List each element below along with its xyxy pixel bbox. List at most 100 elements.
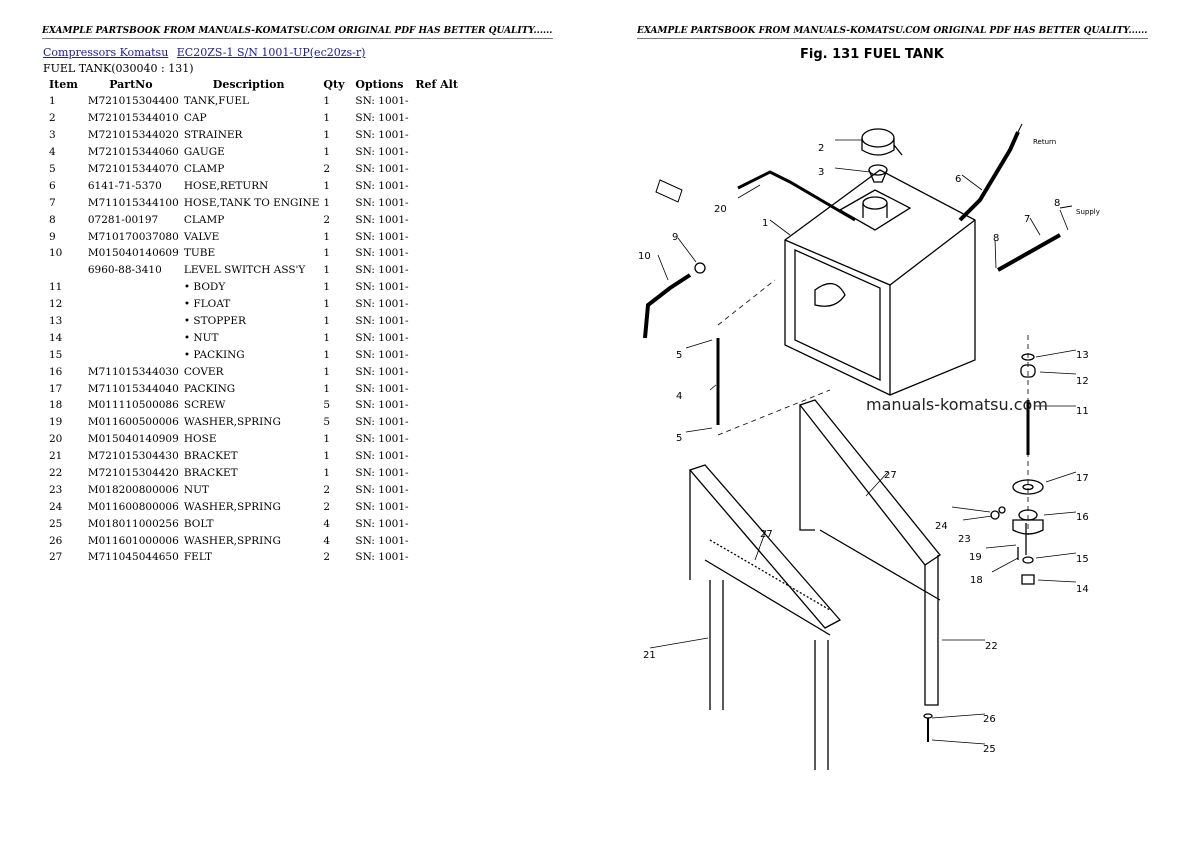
cell-options: SN: 1001- — [355, 112, 409, 125]
cell-qty: 1 — [323, 264, 331, 277]
cell-description: HOSE,RETURN — [183, 179, 269, 192]
breadcrumb-link-model[interactable]: EC20ZS-1 S/N 1001-UP(ec20zs-r) — [176, 46, 366, 59]
cell-ref-alt — [411, 194, 464, 211]
callout-label: 3 — [818, 167, 825, 178]
cell-qty: 1 — [323, 450, 331, 463]
cell-partno: M721015344020 — [87, 129, 179, 142]
cell-ref-alt — [411, 93, 464, 110]
front-arrow-icon — [655, 179, 683, 203]
cell-item: 8 — [49, 213, 56, 226]
cell-qty: 5 — [323, 399, 331, 412]
cell-qty: 1 — [323, 348, 331, 361]
col-qty: Qty — [323, 78, 345, 91]
cell-partno: M710170037080 — [87, 230, 179, 243]
cell-description: • STOPPER — [183, 315, 246, 328]
cell-ref-alt — [411, 346, 464, 363]
cell-partno: M721015304420 — [87, 467, 179, 480]
cell-partno: M711015344100 — [87, 196, 179, 209]
col-item: Item — [49, 78, 78, 91]
cell-description: HOSE — [183, 433, 217, 446]
cell-options: SN: 1001- — [355, 298, 409, 311]
cell-options: SN: 1001- — [355, 399, 409, 412]
cell-ref-alt — [411, 448, 464, 465]
callout-label: 7 — [1024, 214, 1031, 225]
cell-options: SN: 1001- — [355, 534, 409, 547]
cell-ref-alt — [411, 262, 464, 279]
cell-item: 4 — [49, 146, 56, 159]
cell-qty: 1 — [323, 196, 331, 209]
cell-description: LEVEL SWITCH ASS'Y — [183, 264, 306, 277]
cell-options: SN: 1001- — [355, 517, 409, 530]
cell-description: • FLOAT — [183, 298, 231, 311]
cell-ref-alt — [411, 245, 464, 262]
bracket-drawing — [688, 399, 941, 770]
cell-item: 19 — [49, 416, 63, 429]
cell-description: WASHER,SPRING — [183, 534, 281, 547]
cell-item: 1 — [49, 95, 56, 108]
cell-options: SN: 1001- — [355, 146, 409, 159]
figure-title: Fig. 131 FUEL TANK — [800, 47, 944, 62]
callout-label: 18 — [970, 575, 983, 586]
cell-item: 23 — [49, 483, 63, 496]
cell-qty: 1 — [323, 382, 331, 395]
cell-partno: M721015304400 — [87, 95, 179, 108]
callout-label: 5 — [676, 350, 683, 361]
cell-ref-alt — [411, 465, 464, 482]
cell-partno — [84, 279, 180, 296]
cell-item: 26 — [49, 534, 63, 547]
callout-label: 22 — [985, 641, 998, 652]
cell-item: 22 — [49, 467, 63, 480]
cell-partno: M011601000006 — [87, 534, 179, 547]
cell-options: SN: 1001- — [355, 382, 409, 395]
cell-description: GAUGE — [183, 146, 225, 159]
cell-options: SN: 1001- — [355, 163, 409, 175]
cell-qty: 1 — [323, 467, 331, 480]
cell-qty: 1 — [323, 112, 331, 125]
cell-options: SN: 1001- — [355, 129, 409, 142]
cell-item: 2 — [49, 112, 56, 125]
cell-description: NUT — [183, 483, 209, 496]
cell-item: 15 — [49, 348, 63, 361]
callout-label: 21 — [643, 650, 656, 661]
breadcrumb-link-compressors[interactable]: Compressors Komatsu — [43, 46, 169, 59]
callout-label: 17 — [1076, 473, 1089, 484]
cell-partno — [84, 313, 180, 330]
cell-qty: 1 — [323, 230, 331, 243]
callout-label: 27 — [884, 470, 897, 481]
fuel-tank-drawing — [784, 169, 976, 396]
cell-item: 3 — [49, 129, 56, 142]
cell-ref-alt — [411, 532, 464, 549]
cell-qty: 1 — [323, 247, 331, 260]
cell-description: COVER — [183, 365, 224, 378]
cell-ref-alt — [411, 313, 464, 330]
cell-options: SN: 1001- — [355, 365, 409, 378]
breadcrumb: Compressors Komatsu EC20ZS-1 S/N 1001-UP… — [43, 46, 370, 59]
cell-qty: 1 — [323, 146, 331, 159]
cell-options: SN: 1001- — [355, 95, 409, 108]
cell-item: 13 — [49, 315, 63, 328]
cell-partno: M011110500086 — [87, 399, 179, 412]
cell-options: SN: 1001- — [355, 230, 409, 243]
callout-label: 25 — [983, 744, 996, 755]
cell-description: TUBE — [183, 247, 216, 260]
callout-label: 6 — [955, 174, 962, 185]
cell-partno: 07281-00197 — [87, 213, 159, 226]
cell-description: VALVE — [183, 230, 220, 243]
callout-label: 14 — [1076, 584, 1089, 595]
cell-qty: 2 — [323, 163, 331, 175]
callout-label: 26 — [983, 714, 996, 725]
cell-item: 11 — [49, 281, 63, 294]
